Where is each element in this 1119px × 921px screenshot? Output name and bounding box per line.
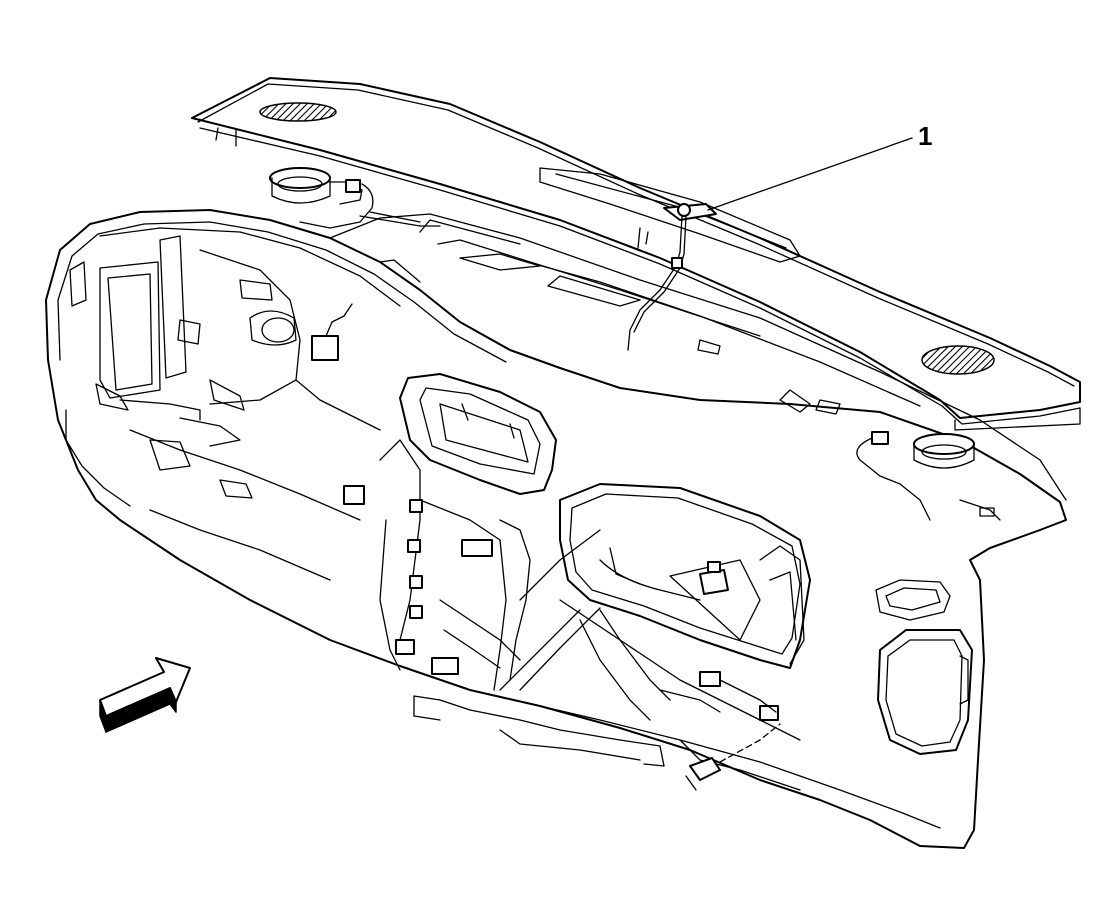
left-speaker-grille: [259, 102, 337, 122]
sensor-wire: [627, 215, 687, 351]
callout-1-label: 1: [918, 121, 932, 151]
view-direction-arrow-icon: [99, 657, 191, 733]
right-speaker-grille: [921, 345, 995, 375]
instrument-panel-body: [45, 167, 1067, 849]
callout-1: 1: [707, 121, 932, 211]
upper-trim-panel: [191, 77, 1081, 431]
